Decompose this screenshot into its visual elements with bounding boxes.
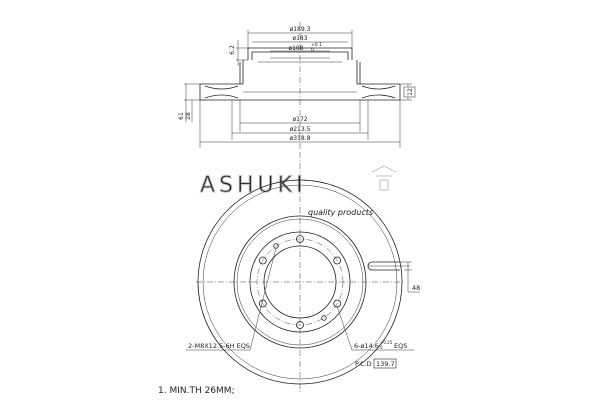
dim-height-body: 28	[185, 112, 192, 120]
callout-bolt-holes-eqs: EQS	[394, 342, 407, 350]
dim-center-bore: ø108	[288, 45, 303, 52]
disc-outer-edge	[197, 179, 403, 385]
dim-outer-diameter: ø318.8	[290, 135, 311, 142]
dim-height-total: 61	[178, 112, 185, 120]
dim-hub-step: ø189.3	[290, 26, 311, 33]
dim-center-bore-tol-low: 0	[311, 47, 314, 53]
front-view: 48 2-M8X12.5-6H EQS 6-ø14.6 +0.25 0 EQS …	[186, 152, 420, 392]
dim-slot: 48	[412, 284, 420, 292]
dim-vent-thickness: 12	[407, 88, 414, 96]
threaded-hole	[273, 243, 279, 249]
center-bore	[263, 245, 337, 319]
callout-bolt-holes-tol: +0.25	[380, 340, 393, 345]
callout-bolt-holes: 6-ø14.6	[354, 342, 379, 350]
watermark-brand: ASHUKI	[200, 173, 307, 198]
bolt-hole	[296, 235, 304, 243]
watermark-subline: quality products	[308, 208, 373, 217]
bolt-hole	[296, 321, 304, 329]
callout-bolt-holes-tol-low: 0	[380, 345, 383, 350]
min-thickness-note: 1. MIN.TH 26MM;	[158, 386, 235, 396]
callout-threaded-holes: 2-M8X12.5-6H EQS	[188, 342, 250, 350]
dim-hub-depth: 6.2	[229, 45, 236, 55]
dim-mid-ring: ø213.5	[290, 126, 311, 133]
watermark-logo-icon	[371, 165, 397, 191]
bolt-hole	[333, 256, 342, 265]
bolt-hole	[258, 256, 267, 265]
dim-center-bore-tol: +0.1	[311, 42, 322, 48]
section-view: ø189.3 ø183 ø108 +0.1 0 6.2 61 28 12	[178, 22, 416, 150]
pcd-label: P.C.D	[355, 360, 372, 368]
watermark: ASHUKI quality products	[200, 165, 397, 217]
threaded-hole	[321, 315, 327, 321]
dim-hub-top: ø183	[292, 35, 307, 42]
dim-inner-ring: ø172	[292, 116, 307, 123]
pcd-value: 139.7	[376, 360, 395, 368]
